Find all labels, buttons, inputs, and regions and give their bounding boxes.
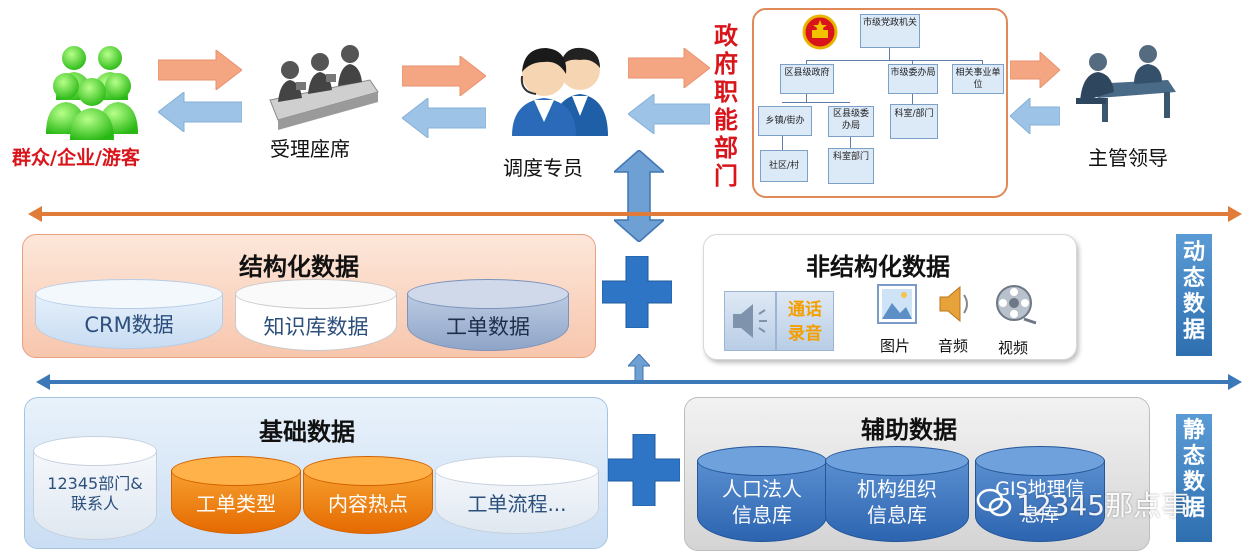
gis-db-label: GIS地理信息库 — [995, 478, 1085, 526]
org-line — [912, 60, 913, 64]
order-type-cylinder: 工单类型 — [171, 456, 301, 534]
leader-label: 主管领导 — [1088, 146, 1168, 170]
left-arrow-icon — [402, 98, 486, 138]
people-group-icon — [44, 40, 140, 140]
static-axis-arrow — [36, 374, 1242, 390]
org-chart: 市级党政机关 区县级政府 市级委办局 相关事业单位 乡镇/街办 区县级委办局 科… — [752, 8, 1008, 198]
right-arrow-icon — [158, 50, 242, 90]
org-line — [912, 92, 913, 104]
static-data-tag: 静态数据 — [1176, 414, 1212, 542]
dispatcher-icon — [508, 36, 616, 136]
unstructured-title: 非结构化数据 — [806, 253, 950, 281]
audio-icon — [936, 283, 976, 325]
call-recording-label: 通话录音 — [788, 300, 822, 344]
gis-db-cylinder: GIS地理信息库 — [975, 446, 1105, 542]
knowledge-base-label: 知识库数据 — [263, 315, 369, 339]
crm-data-label: CRM数据 — [84, 313, 174, 337]
call-center-icon — [260, 40, 380, 130]
work-order-cylinder: 工单数据 — [407, 279, 569, 351]
dynamic-axis-arrow — [28, 206, 1242, 222]
dept-contacts-label: 12345部门&联系人 — [47, 474, 143, 513]
gov-dept-label: 政府职能部门 — [714, 22, 738, 190]
watermark-text: 12345那点事 — [1016, 489, 1190, 522]
org-line — [806, 92, 807, 102]
org-node: 区县级政府 — [780, 64, 834, 94]
org-line — [982, 60, 983, 64]
org-db-cylinder: 机构组织信息库 — [825, 446, 969, 542]
leader-meeting-icon — [1072, 40, 1182, 126]
dispatcher-label: 调度专员 — [503, 156, 583, 180]
dept-contacts-cylinder: 12345部门&联系人 — [33, 436, 157, 540]
org-node: 乡镇/街办 — [758, 106, 812, 136]
org-line — [806, 60, 982, 61]
org-line — [782, 136, 783, 150]
basic-data-panel: 基础数据 12345部门&联系人 工单类型 内容热点 工单流程... — [24, 397, 608, 549]
structured-title: 结构化数据 — [239, 253, 359, 281]
order-type-label: 工单类型 — [196, 492, 276, 516]
vertical-double-arrow-icon — [614, 150, 664, 242]
knowledge-base-cylinder: 知识库数据 — [235, 279, 397, 351]
crm-data-cylinder: CRM数据 — [35, 279, 223, 349]
org-node: 市级党政机关 — [860, 14, 920, 48]
org-node: 区县级委办局 — [828, 106, 874, 137]
hot-topics-label: 内容热点 — [328, 492, 408, 516]
population-db-cylinder: 人口法人信息库 — [697, 446, 827, 542]
left-arrow-icon — [628, 94, 710, 134]
org-node: 相关事业单位 — [952, 64, 1004, 94]
order-flow-cylinder: 工单流程... — [435, 456, 599, 534]
org-line — [850, 136, 851, 148]
video-label: 视频 — [998, 339, 1029, 357]
org-node: 市级委办局 — [888, 64, 938, 94]
speaker-icon — [724, 291, 776, 351]
seat-label: 受理座席 — [270, 137, 350, 161]
plus-icon — [602, 256, 672, 328]
aux-title: 辅助数据 — [861, 416, 957, 444]
small-up-arrow-icon — [628, 354, 650, 382]
public-label: 群众/企业/游客 — [12, 147, 140, 169]
plus-icon — [608, 434, 680, 506]
org-node: 科室部门 — [828, 148, 874, 184]
work-order-label: 工单数据 — [446, 315, 530, 339]
left-arrow-icon — [1010, 98, 1060, 134]
org-db-label: 机构组织信息库 — [857, 477, 937, 527]
org-node: 社区/村 — [760, 150, 808, 182]
hot-topics-cylinder: 内容热点 — [303, 456, 433, 534]
order-flow-label: 工单流程... — [467, 492, 567, 516]
national-emblem-icon — [802, 14, 838, 50]
left-arrow-icon — [158, 92, 242, 132]
image-icon — [876, 283, 918, 325]
org-line — [782, 102, 850, 103]
population-db-label: 人口法人信息库 — [722, 477, 802, 527]
structured-data-panel: 结构化数据 CRM数据 知识库数据 工单数据 — [22, 234, 596, 358]
org-line — [889, 46, 890, 60]
unstructured-data-panel: 非结构化数据 通话录音 图片 音频 视频 — [703, 234, 1077, 360]
video-icon — [994, 283, 1038, 327]
right-arrow-icon — [1010, 52, 1060, 88]
image-label: 图片 — [880, 337, 911, 355]
wechat-icon — [976, 488, 1012, 518]
right-arrow-icon — [628, 48, 710, 88]
basic-title: 基础数据 — [259, 418, 355, 446]
call-recording-box: 通话录音 — [776, 291, 834, 351]
dynamic-data-tag: 动态数据 — [1176, 234, 1212, 356]
org-line — [806, 60, 807, 64]
right-arrow-icon — [402, 56, 486, 96]
aux-data-panel: 辅助数据 人口法人信息库 机构组织信息库 GIS地理信息库 — [684, 397, 1150, 551]
org-node: 科室/部门 — [890, 104, 938, 139]
audio-label: 音频 — [938, 337, 969, 355]
